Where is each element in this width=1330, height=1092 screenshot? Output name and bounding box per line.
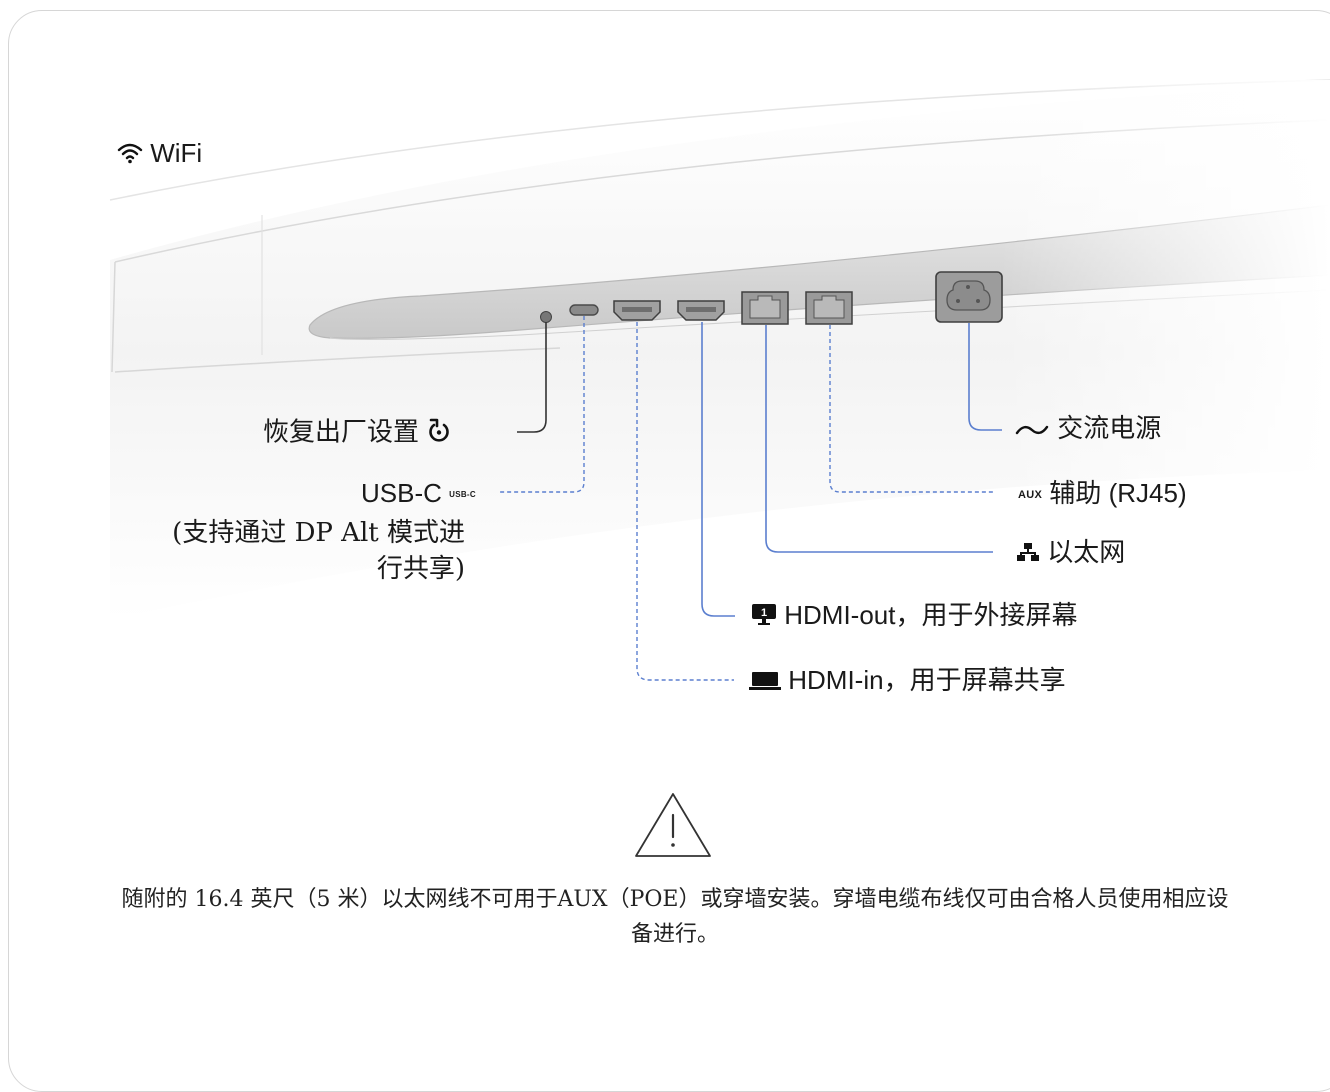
hdmi-in-label: HDMI-in，用于屏幕共享: [749, 665, 1066, 697]
ethernet-text: 以太网: [1047, 538, 1126, 568]
warning-text: 随附的 16.4 英尺（5 米）以太网线不可用于AUX（POE）或穿墙安装。穿墙…: [121, 887, 1229, 947]
line-hdmi-out: [701, 322, 735, 617]
reset-text: 恢复出厂设置: [263, 417, 420, 448]
usb-c-note: (支持通过 DP Alt 模式进行共享): [172, 518, 465, 584]
wifi-text: WiFi: [150, 138, 203, 168]
svg-text:1: 1: [761, 607, 767, 619]
ac-wave-icon: [1015, 415, 1049, 445]
ethernet-label: 以太网: [1017, 538, 1125, 569]
hdmi-in-text: HDMI-in，用于屏幕共享: [788, 665, 1066, 695]
usb-c-text: USB-C: [361, 478, 442, 508]
laptop-icon: [749, 667, 781, 697]
port-hdmi-out: [677, 300, 725, 321]
aux-icon: AUX: [1018, 489, 1043, 502]
ethernet-icon: [1017, 539, 1039, 569]
aux-label: AUX 辅助 (RJ45): [1018, 478, 1187, 510]
usb-c-icon: USB-C: [449, 490, 476, 500]
line-ethernet: [765, 325, 993, 553]
port-usb-c: [569, 304, 599, 316]
hdmi-out-label: 1 HDMI-out，用于外接屏幕: [751, 600, 1077, 632]
line-ac-power: [968, 323, 1002, 431]
line-hdmi-in: [636, 322, 734, 681]
ac-power-label: 交流电源: [1015, 414, 1161, 445]
port-aux: [805, 291, 853, 325]
hdmi-out-text: HDMI-out，用于外接屏幕: [784, 600, 1078, 630]
monitor-icon: 1: [751, 602, 777, 632]
reset-label: 恢复出厂设置: [263, 417, 451, 450]
wifi-label: WiFi: [117, 138, 202, 171]
wifi-icon: [117, 140, 143, 171]
ac-power-text: 交流电源: [1057, 414, 1162, 444]
port-reset: [540, 311, 552, 323]
port-ac-power: [935, 271, 1003, 323]
port-hdmi-in: [613, 300, 661, 321]
line-usb-c: [500, 316, 585, 493]
port-ethernet: [741, 291, 789, 325]
usb-c-label: USB-C USB-C: [361, 478, 476, 510]
device-body: [109, 79, 1330, 640]
line-aux: [829, 325, 994, 493]
aux-text: 辅助 (RJ45): [1049, 478, 1187, 508]
warning-icon: [633, 790, 713, 865]
line-reset: [517, 322, 547, 433]
leader-lines: [500, 316, 1002, 681]
reset-icon: [427, 417, 451, 450]
